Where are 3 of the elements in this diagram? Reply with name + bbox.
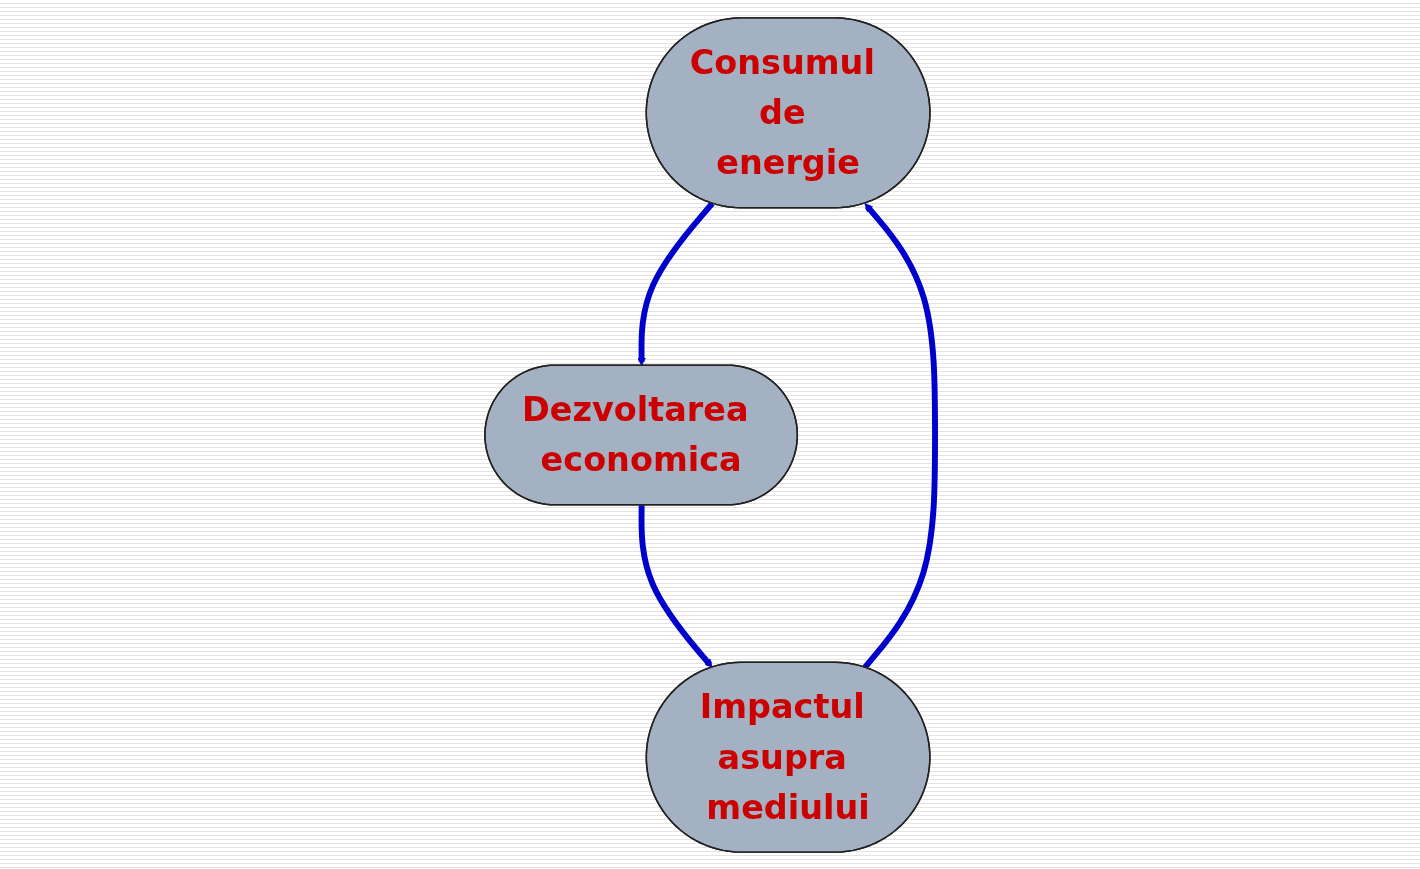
- arrow: [637, 201, 715, 366]
- arrow: [862, 202, 938, 669]
- arrow: [638, 504, 713, 668]
